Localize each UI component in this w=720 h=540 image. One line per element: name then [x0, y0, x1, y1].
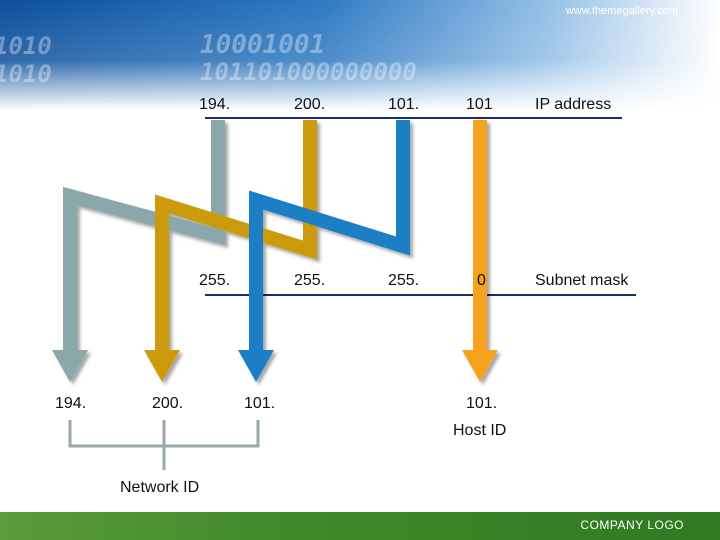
ip-octet-4: 101 — [466, 96, 493, 113]
ip-octet-1: 194. — [199, 96, 231, 113]
arrowhead-octet-4 — [462, 350, 498, 382]
mask-octet-3: 255. — [388, 272, 420, 289]
mask-octet-2: 255. — [294, 272, 326, 289]
arrowhead-octet-1 — [52, 350, 88, 382]
arrowhead-octet-2 — [144, 350, 180, 382]
mask-octet-1: 255. — [199, 272, 231, 289]
arrow-octet-2 — [155, 120, 317, 350]
result-octet-1: 194. — [55, 395, 87, 412]
network-id-label: Network ID — [120, 479, 200, 496]
result-octet-4: 101. — [466, 395, 498, 412]
arrowhead-octet-3 — [238, 350, 274, 382]
subnet-mask-label: Subnet mask — [535, 272, 629, 289]
website-url: www.themegallery.com — [565, 5, 678, 17]
network-bracket — [68, 420, 260, 470]
result-octet-2: 200. — [152, 395, 184, 412]
header-fade — [0, 0, 720, 110]
ip-octet-3: 101. — [388, 96, 420, 113]
company-logo: COMPANY LOGO — [580, 518, 684, 532]
arrow-octet-3 — [249, 120, 410, 350]
ip-octet-2: 200. — [294, 96, 326, 113]
mask-octet-4: 0 — [477, 272, 486, 289]
result-octet-3: 101. — [244, 395, 276, 412]
host-id-label: Host ID — [453, 422, 507, 439]
ip-address-label: IP address — [535, 96, 612, 113]
arrow-octet-1 — [63, 120, 225, 350]
header-banner: 1010 1010 10001001 101101000000000 www.t… — [0, 0, 720, 110]
footer-bar: COMPANY LOGO — [0, 512, 720, 540]
